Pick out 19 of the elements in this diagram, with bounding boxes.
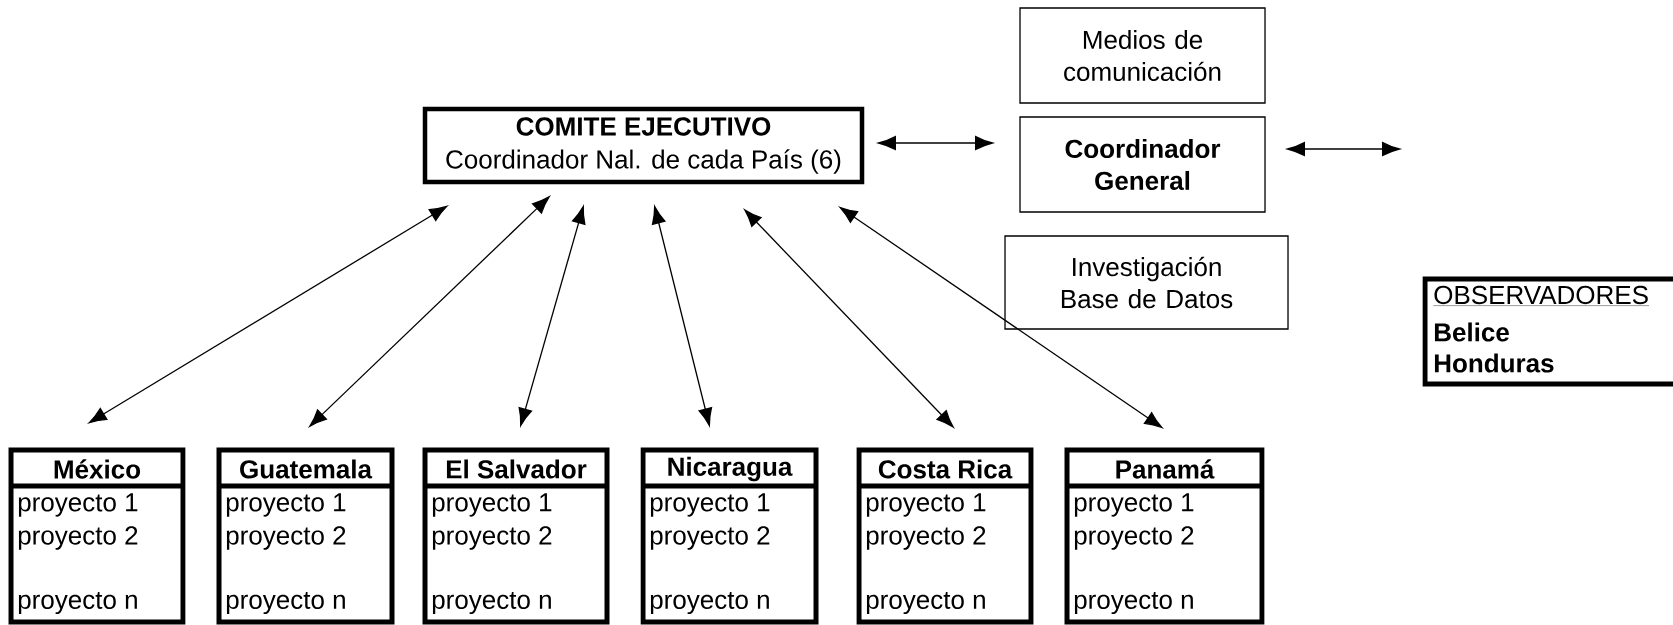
arrow — [878, 136, 993, 150]
arrow — [839, 206, 1163, 429]
arrow — [88, 205, 448, 424]
role-box: Medios de comunicación — [1019, 7, 1266, 104]
observers-box: OBSERVADORES Belice Honduras — [1422, 276, 1673, 387]
arrow — [744, 209, 954, 428]
arrow — [518, 205, 586, 427]
role-box: Investigación Base de Datos — [1004, 235, 1289, 330]
country-box: El Salvador proyecto 1 proyecto 2 proyecto n — [422, 447, 610, 625]
country-box: Nicaragua proyecto 1 proyecto 2 proyecto n — [640, 447, 819, 625]
arrow — [1287, 142, 1400, 156]
arrow — [309, 196, 550, 427]
country-box: Costa Rica proyecto 1 proyecto 2 proyecto n — [856, 447, 1034, 625]
country-box: Panamá proyecto 1 proyecto 2 proyecto n — [1064, 447, 1265, 625]
role-box: Coordinador General — [1019, 116, 1266, 213]
committee-box: COMITE EJECUTIVO Coordinador Nal. de cada País (6) — [422, 106, 865, 185]
arrow — [651, 205, 713, 427]
country-box: Guatemala proyecto 1 proyecto 2 proyecto n — [216, 447, 395, 625]
country-box: México proyecto 1 proyecto 2 proyecto n — [8, 447, 186, 625]
